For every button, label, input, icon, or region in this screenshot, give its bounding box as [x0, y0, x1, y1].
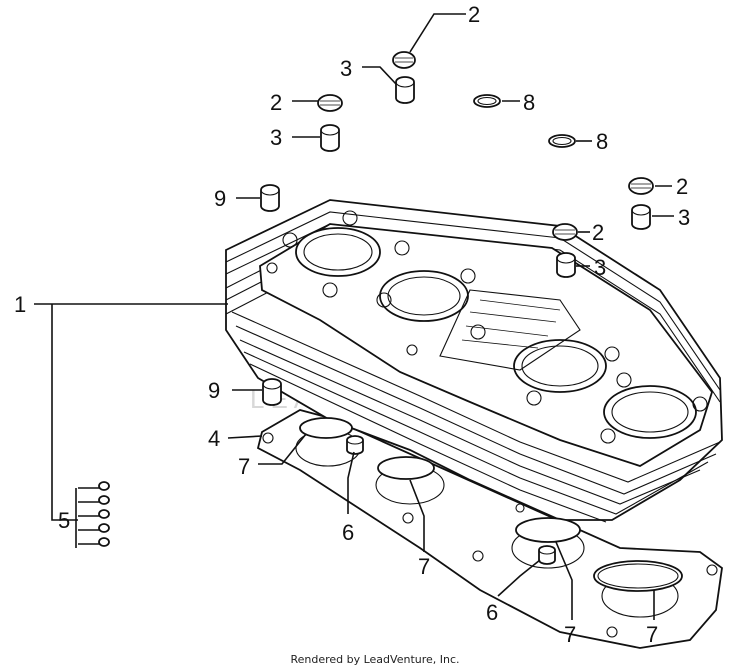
oring-7-b: [377, 456, 435, 480]
seal-2-right: [628, 177, 654, 195]
dowel-3-left: [320, 124, 340, 152]
seal-2-left: [317, 94, 343, 112]
callout-7-c: 7: [564, 622, 576, 647]
callout-9-bottom: 9: [208, 378, 220, 403]
dowel-3-top: [395, 76, 415, 104]
seal-2-top: [392, 51, 416, 69]
callout-3-mid: 3: [594, 255, 606, 280]
callout-4: 4: [208, 426, 220, 451]
dowel-9-top: [260, 184, 280, 212]
callout-8-mid: 8: [596, 129, 608, 154]
seal-2-mid: [552, 223, 578, 241]
oring-7-c: [515, 517, 581, 543]
callout-2-mid: 2: [592, 220, 604, 245]
bolt-set-5: [78, 481, 110, 547]
callout-6-a: 6: [342, 520, 354, 545]
callout-5: 5: [58, 508, 70, 533]
cylinder-block: [225, 199, 723, 523]
dowel-3-right: [631, 204, 651, 230]
callout-labels: 1 2 3 2 3 8 8 2 3 2 3 9 9 4 7 5 6 7 6 7 …: [14, 2, 690, 647]
callout-2-top: 2: [468, 2, 480, 27]
callout-3-left: 3: [270, 125, 282, 150]
dowel-9-bottom: [262, 378, 282, 406]
callout-3-top: 3: [340, 56, 352, 81]
dowel-3-mid: [556, 252, 576, 278]
oring-7-d: [593, 560, 683, 592]
leader-lines: [34, 13, 674, 620]
callout-9-top: 9: [214, 186, 226, 211]
callout-7-a: 7: [238, 454, 250, 479]
callout-8-top: 8: [523, 90, 535, 115]
oring-7-a: [299, 417, 353, 439]
callout-7-d: 7: [646, 622, 658, 647]
oring-8-mid: [548, 134, 576, 148]
callout-3-right: 3: [678, 205, 690, 230]
callout-2-right: 2: [676, 174, 688, 199]
callout-7-b: 7: [418, 554, 430, 579]
callout-6-b: 6: [486, 600, 498, 625]
render-credit: Rendered by LeadVenture, Inc.: [290, 653, 460, 666]
callout-2-left: 2: [270, 90, 282, 115]
oring-8-top: [473, 94, 501, 108]
callout-1: 1: [14, 292, 26, 317]
dowel-6-b: [538, 545, 556, 565]
dowel-6-a: [346, 435, 364, 455]
